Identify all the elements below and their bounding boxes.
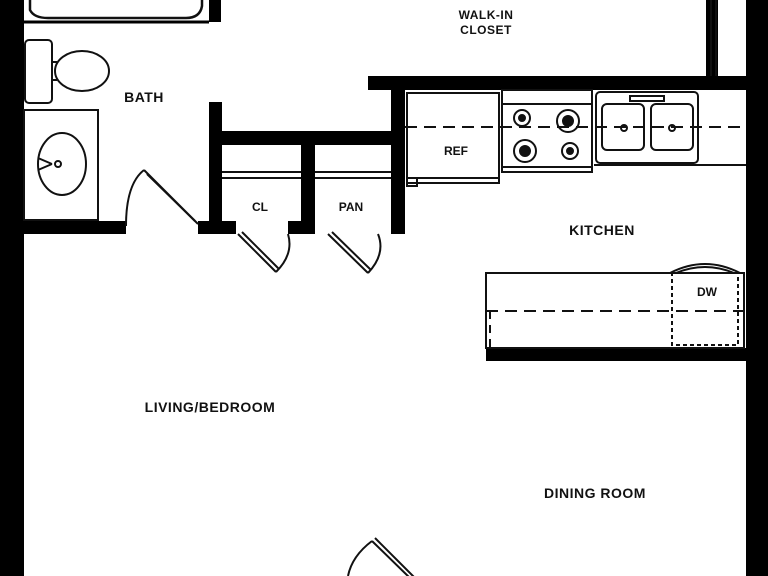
- dining-room-label: DINING ROOM: [544, 485, 646, 501]
- walk-in-closet-label-line2: CLOSET: [460, 23, 512, 37]
- closet-shelves: [222, 171, 391, 179]
- toilet-tank: [24, 39, 53, 104]
- wall-bath-bottom-left: [24, 221, 126, 234]
- closet-door: [237, 231, 291, 273]
- refrigerator: [406, 92, 500, 187]
- wall-pantry-right: [391, 76, 405, 234]
- pantry-door: [327, 231, 382, 274]
- bathtub: [24, 0, 209, 24]
- wall-right-exterior: [746, 0, 768, 576]
- wall-cl-pan-divider: [301, 145, 315, 234]
- wall-cl-pan-top: [209, 131, 405, 145]
- bath-label: BATH: [124, 89, 164, 105]
- upper-counter: [405, 126, 746, 166]
- pantry-label: PAN: [339, 200, 363, 214]
- burner-icon: [561, 142, 579, 160]
- stove-range: [501, 89, 593, 173]
- bath-door: [125, 169, 199, 227]
- bath-vanity: [23, 109, 99, 221]
- toilet-bowl: [54, 50, 110, 92]
- peninsula-counter: [485, 263, 745, 349]
- vanity-counter: [23, 109, 99, 221]
- wall-peninsula-bottom: [486, 348, 746, 361]
- wall-kitchen-top: [368, 76, 746, 90]
- dishwasher: [671, 272, 739, 346]
- kitchen-label: KITCHEN: [569, 222, 635, 238]
- closet-label: CL: [252, 200, 268, 214]
- dishwasher-label: DW: [697, 285, 718, 299]
- bath-sink-basin: [37, 132, 87, 196]
- walk-in-closet-door: [710, 0, 717, 76]
- living-bedroom-label: LIVING/BEDROOM: [145, 399, 276, 415]
- wall-cl-bottom: [288, 221, 315, 234]
- entry-door: [347, 537, 415, 576]
- wall-bath-closet-vertical: [209, 102, 222, 234]
- toilet: [24, 39, 110, 104]
- wall-left-exterior: [0, 0, 24, 576]
- burner-icon: [556, 109, 580, 133]
- walk-in-closet-label-line1: WALK-IN: [459, 8, 514, 22]
- refrigerator-label: REF: [444, 144, 468, 158]
- wall-tub-right: [209, 0, 221, 22]
- burner-icon: [513, 139, 537, 163]
